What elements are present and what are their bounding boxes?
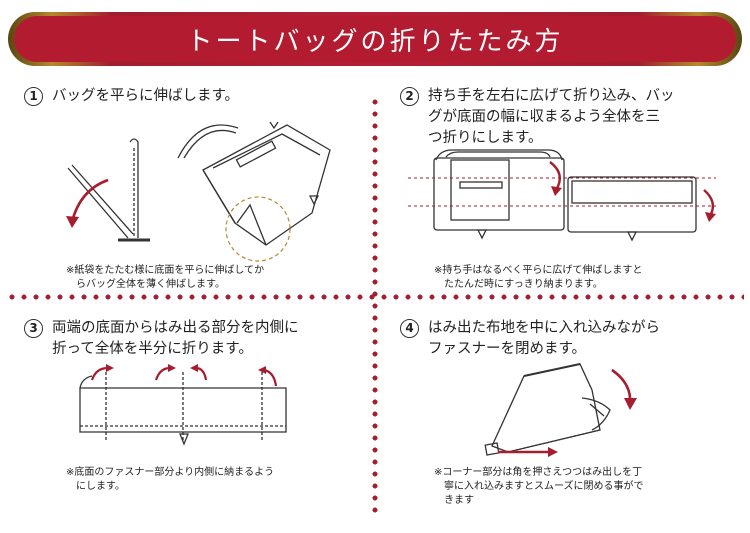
page-title: トートバッグの折りたたみ方: [186, 26, 564, 57]
step-2-text-line: 持ち手を左右に広げて折り込み、バッ: [428, 88, 675, 104]
step-4-note-line: きます: [434, 495, 474, 506]
step-2-note-line: たたんだ時にすっきり納まります。: [434, 279, 603, 290]
step-2-text-line: グが底面の幅に収まるよう全体を三: [428, 109, 660, 125]
step-2-instruction: 2 持ち手を左右に広げて折り込み、バッ グが底面の幅に収まるよう全体を三 つ折り…: [400, 86, 675, 149]
step-3-number: 3: [24, 319, 43, 338]
title-banner: トートバッグの折りたたみ方: [8, 12, 742, 66]
step-2-note: ※持ち手はなるべく平らに広げて伸ばしますと たたんだ時にすっきり納まります。: [434, 264, 642, 292]
step-1-note-line: ※紙袋をたたむ様に底面を平らに伸ばしてか: [66, 265, 265, 276]
vertical-divider: [372, 96, 378, 516]
step-1-instruction: 1 バッグを平らに伸ばします。: [24, 86, 239, 107]
step-4-number: 4: [400, 319, 419, 338]
step-1-note: ※紙袋をたたむ様に底面を平らに伸ばしてか らバッグ全体を薄く伸ばします。: [66, 264, 264, 292]
step-2-note-line: ※持ち手はなるべく平らに広げて伸ばしますと: [434, 265, 643, 276]
step-3-note: ※底面のファスナー部分より内側に納まるよう にします。: [66, 466, 274, 494]
step-2-text-line: つ折りにします。: [428, 130, 543, 146]
step-1-note-line: らバッグ全体を薄く伸ばします。: [66, 279, 225, 290]
step-4-instruction: 4 はみ出た布地を中に入れ込みながら ファスナーを閉めます。: [400, 318, 660, 360]
step-1-text: バッグを平らに伸ばします。: [52, 88, 240, 104]
title-banner-inner: トートバッグの折りたたみ方: [14, 16, 736, 62]
step-2-number: 2: [400, 87, 419, 106]
step-3-instruction: 3 両端の底面からはみ出る部分を内側に 折って全体を半分に折ります。: [24, 318, 299, 360]
step-3-text-line: 両端の底面からはみ出る部分を内側に: [52, 320, 299, 336]
horizontal-divider: [6, 294, 744, 300]
step-3-note-line: にします。: [66, 481, 125, 492]
step-4-text-line: ファスナーを閉めます。: [428, 341, 587, 357]
step-1-number: 1: [24, 87, 43, 106]
step-4-note: ※コーナー部分は角を押さえつつはみ出しを丁 寧に入れ込みますとスムーズに閉める事…: [434, 466, 644, 508]
step-3-text-line: 折って全体を半分に折ります。: [52, 341, 253, 357]
step-4-note-line: 寧に入れ込みますとスムーズに閉める事がで: [434, 481, 644, 492]
step-4-text-line: はみ出た布地を中に入れ込みながら: [428, 320, 660, 336]
step-3-note-line: ※底面のファスナー部分より内側に納まるよう: [66, 467, 275, 478]
zoom-circle: [225, 196, 291, 262]
step-4-note-line: ※コーナー部分は角を押さえつつはみ出しを丁: [434, 467, 643, 478]
